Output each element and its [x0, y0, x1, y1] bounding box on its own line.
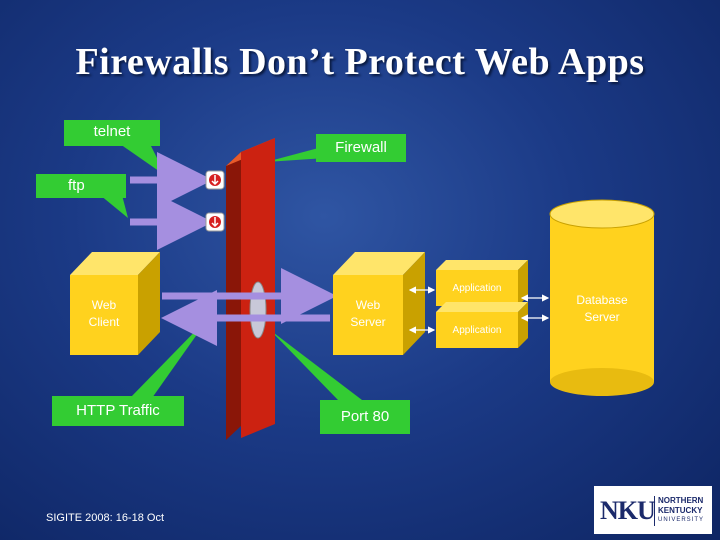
database-server-label: Database Server: [576, 293, 628, 324]
nku-logo-mark: NKU: [600, 496, 656, 525]
port-80-hole: [249, 281, 267, 339]
web-server-label: Web Server: [350, 298, 386, 329]
port-80-label: Port 80: [340, 408, 390, 425]
ftp-callout: ftp: [36, 174, 126, 198]
firewall-label: Firewall: [335, 139, 387, 156]
slide-title: Firewalls Don’t Protect Web Apps: [75, 41, 645, 83]
ftp-callout-tail: [100, 195, 128, 218]
port-callout-tail: [270, 330, 362, 400]
database-cylinder: [549, 199, 655, 396]
web-client-cube: [70, 252, 160, 355]
firewall-callout: Firewall: [316, 134, 406, 162]
telnet-label: telnet: [93, 123, 131, 140]
footer-text: SIGITE 2008: 16-18 Oct: [46, 512, 165, 524]
http-traffic-label: HTTP Traffic: [76, 402, 160, 419]
port-80-callout: Port 80: [320, 400, 410, 434]
blocked-icon: [205, 212, 225, 232]
application-box-bottom: [436, 302, 528, 348]
application-box-top: [436, 260, 528, 306]
nku-logo-line2: KENTUCKY: [658, 506, 703, 515]
firewall-callout-tail: [266, 146, 326, 162]
application-label-bottom: Application: [452, 325, 502, 336]
application-label-top: Application: [452, 283, 502, 294]
ftp-label: ftp: [68, 177, 85, 194]
nku-logo-line3: UNIVERSITY: [658, 517, 705, 523]
nku-logo-line1: NORTHERN: [658, 496, 704, 505]
telnet-callout: telnet: [64, 120, 160, 146]
telnet-callout-tail: [120, 144, 166, 176]
nku-logo-divider: [654, 496, 655, 526]
web-client-label: Web Client: [88, 298, 120, 329]
nku-logo: NKU NORTHERN KENTUCKY UNIVERSITY: [594, 486, 712, 534]
blocked-icon: [205, 170, 225, 190]
http-traffic-callout: HTTP Traffic: [52, 396, 184, 426]
